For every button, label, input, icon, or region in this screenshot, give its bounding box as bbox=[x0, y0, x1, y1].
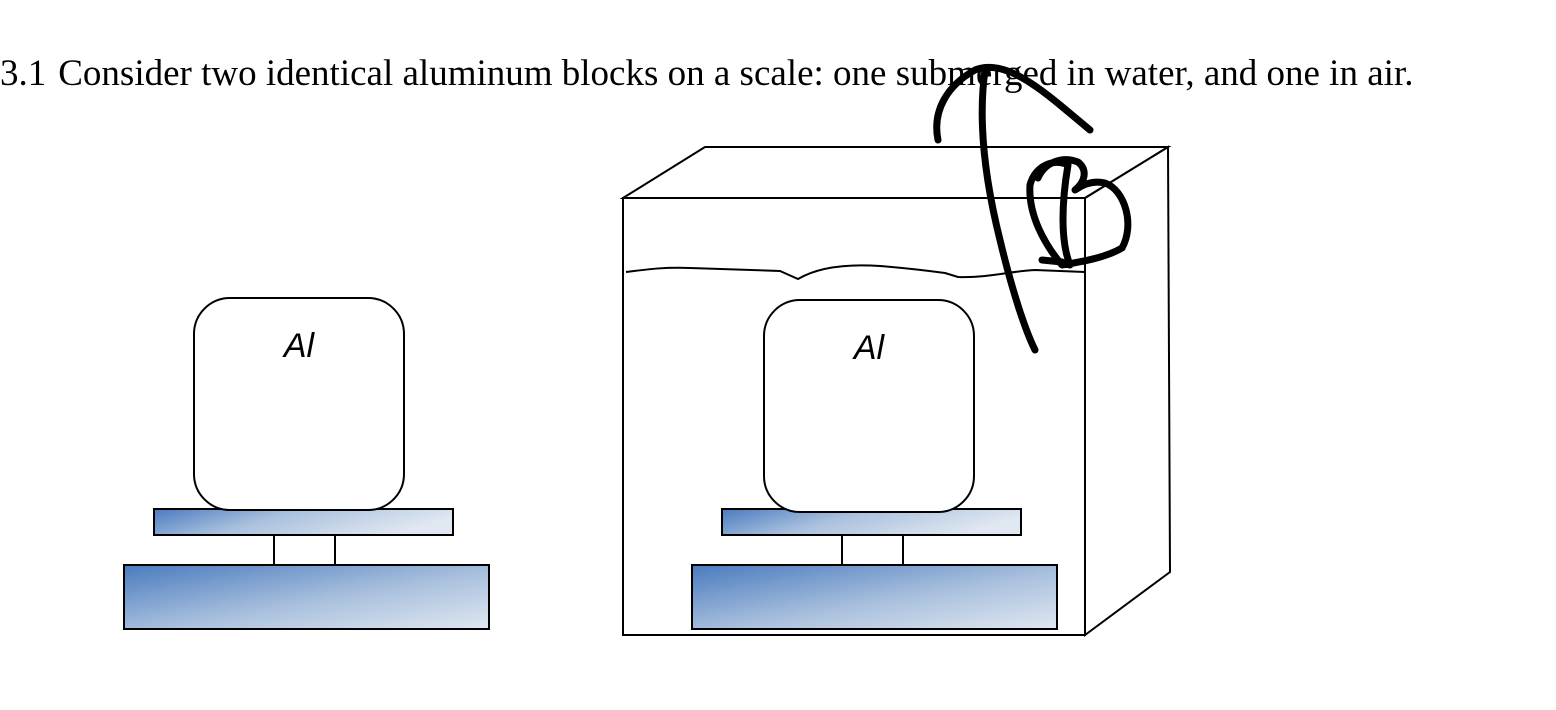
tank-front-face bbox=[622, 197, 1086, 636]
aluminum-block-water: Al bbox=[763, 299, 975, 513]
scale-water-platform bbox=[721, 508, 1022, 536]
water-surface bbox=[625, 264, 1086, 281]
scale-air bbox=[123, 508, 490, 630]
scale-air-stem bbox=[273, 534, 336, 566]
pen-scribble-annotation bbox=[933, 63, 1132, 354]
water-tank bbox=[619, 145, 1172, 637]
question-number: 3.1 bbox=[0, 53, 47, 94]
scale-water bbox=[691, 508, 1058, 630]
scale-air-base bbox=[123, 564, 490, 630]
aluminum-block-air: Al bbox=[193, 297, 405, 511]
scale-water-base bbox=[691, 564, 1058, 630]
block-label-air: Al bbox=[282, 327, 316, 365]
scale-air-platform bbox=[153, 508, 454, 536]
scale-water-stem bbox=[841, 534, 904, 566]
question-text: 3.1 Consider two identical aluminum block… bbox=[0, 52, 1413, 95]
question-body: Consider two identical aluminum blocks o… bbox=[58, 53, 1414, 94]
block-label-water: Al bbox=[852, 329, 886, 367]
